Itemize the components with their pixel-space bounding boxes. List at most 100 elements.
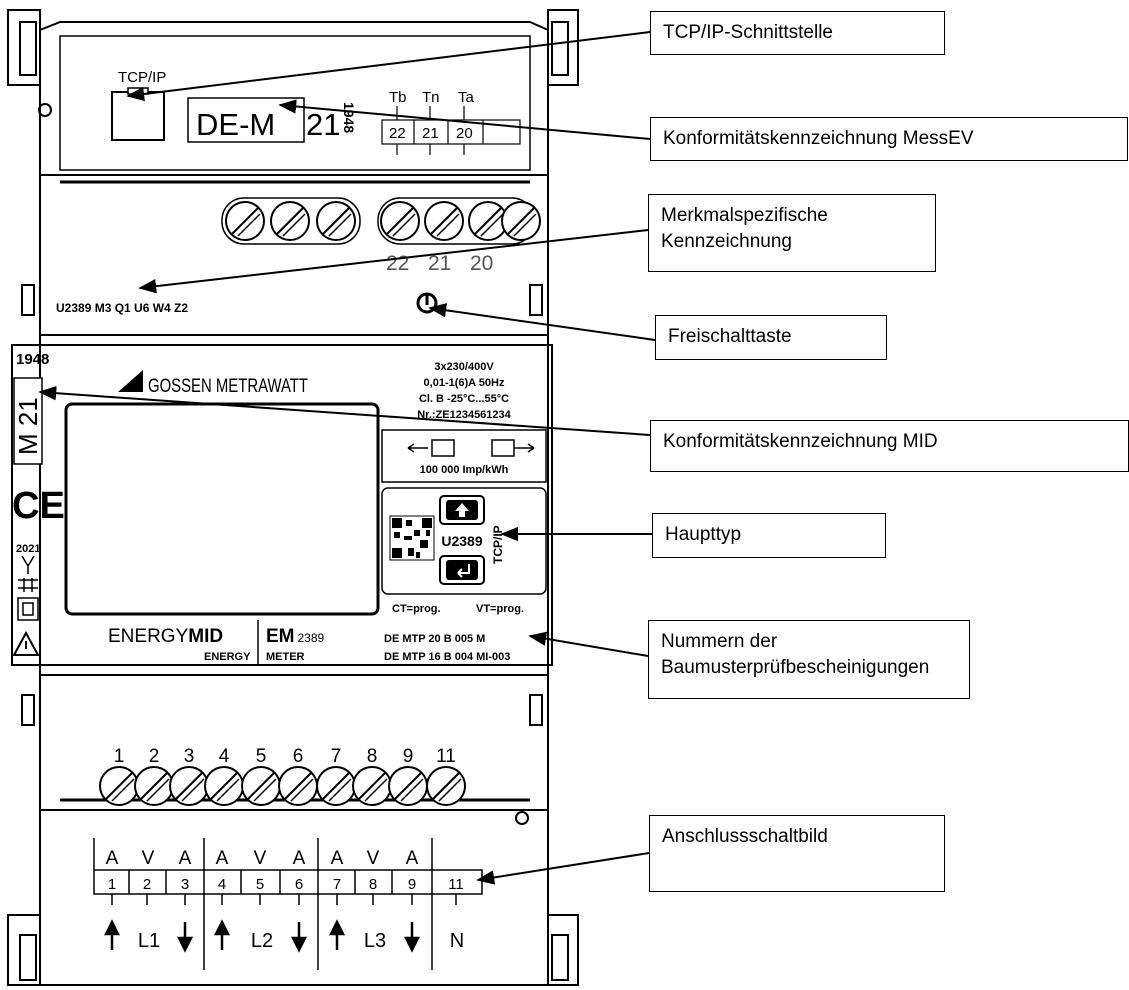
mid-mark: M 21: [13, 397, 43, 455]
phase-label: L3: [364, 930, 386, 952]
main-type: U2389: [441, 533, 482, 549]
callout-arrow: [126, 31, 651, 102]
qr-code-icon: [389, 515, 435, 561]
warning-icon: [12, 630, 40, 656]
rating-line: 3x230/400V: [434, 361, 494, 373]
certificate-number: DE MTP 20 B 005 M: [384, 633, 485, 645]
rating-line: Nr.:ZE1234561234: [417, 409, 511, 421]
up-button[interactable]: [439, 495, 485, 525]
rating-line: 0,01-1(6)A 50Hz: [424, 377, 505, 389]
bottom-terminals: 1 2 3 4 5 6 7 8 9 11: [99, 746, 466, 806]
wiring-number: 1: [108, 876, 116, 893]
lower-terminal-number: 22: [386, 252, 409, 275]
terminal-number: 11: [436, 746, 456, 767]
ct-prog: CT=prog.: [392, 603, 441, 615]
aux-terminal-letters: Tb Tn Ta: [389, 89, 475, 106]
wiring-role: V: [367, 848, 380, 869]
terminal-number: 7: [331, 746, 342, 767]
callout-wiring-diagram: Anschlussschaltbild: [649, 815, 945, 892]
ce-year: 2021: [16, 543, 40, 555]
upper-terminals: 22 21 20 U2389 M3 Q1 U6 W4 Z2: [56, 197, 541, 315]
callout-arrows: [38, 31, 656, 885]
brand-logo-triangle: [118, 370, 143, 392]
wiring-role: A: [179, 848, 192, 869]
phase-label: L2: [251, 930, 273, 952]
wiring-numbers: 1 2 3 4 5 6 7 8 9 11: [108, 876, 464, 893]
vt-prog: VT=prog.: [476, 603, 524, 615]
callout-arrow: [278, 99, 651, 140]
lower-terminal-number: 21: [428, 252, 451, 275]
ce-mark-icon: CE: [12, 485, 65, 527]
terminal-number: 1: [114, 746, 125, 767]
callout-certificate-numbers: Nummern der Baumusterprüfbescheinigungen: [648, 620, 970, 699]
rating-line: Cl. B -25°C...55°C: [419, 393, 509, 405]
terminal-number: 6: [293, 746, 304, 767]
terminal-number: 9: [403, 746, 414, 767]
wiring-role: V: [254, 848, 267, 869]
de-m-mark: DE-M: [196, 107, 275, 142]
callout-conformity-mid: Konformitätskennzeichnung MID: [650, 420, 1129, 472]
callout-release-button: Freischalttaste: [655, 315, 887, 360]
tcp-ip-port: [111, 91, 165, 141]
aux-terminal-letter: Ta: [458, 89, 475, 106]
callout-feature-marking: Merkmalspezifische Kennzeichnung: [648, 194, 936, 272]
product-sub: ENERGY: [204, 651, 251, 663]
de-m-body-number: 1948: [341, 102, 357, 133]
certificate-number: DE MTP 16 B 004 MI-003: [384, 651, 510, 663]
callout-tcp-ip-interface: TCP/IP-Schnittstelle: [650, 11, 945, 55]
wiring-number: 3: [181, 876, 189, 893]
mid-mark-box: [13, 377, 43, 465]
wiring-number: 2: [143, 876, 151, 893]
lcd-display: [64, 402, 380, 616]
callout-arrow: [476, 852, 650, 885]
neutral-label: N: [450, 930, 464, 952]
wiring-role: A: [106, 848, 119, 869]
terminal-number: 5: [256, 746, 267, 767]
wiring-number: 6: [295, 876, 303, 893]
terminal-number: 2: [149, 746, 160, 767]
callout-arrow: [138, 229, 649, 294]
brand-name: GOSSEN METRAWATT: [148, 376, 308, 397]
meter-label: METER: [266, 651, 305, 663]
lower-terminal-number: 20: [470, 252, 493, 275]
product-prefix: ENERGY: [108, 626, 189, 647]
top-module: TCP/IP DE-M 21 1948 Tb Tn Ta 22 21 20: [111, 69, 521, 155]
terminal-number: 4: [219, 746, 230, 767]
aux-terminal-number: 21: [422, 125, 439, 142]
em-number: 2389: [298, 631, 325, 645]
aux-terminal-letter: Tn: [422, 89, 440, 106]
meter-housing: [7, 9, 579, 986]
wiring-number: 8: [369, 876, 377, 893]
current-direction-arrows: [103, 919, 421, 953]
wiring-role: A: [216, 848, 229, 869]
wiring-role: A: [293, 848, 306, 869]
terminal-numbers: 1 2 3 4 5 6 7 8 9 11: [114, 746, 456, 767]
terminal-number: 8: [367, 746, 378, 767]
tcp-vertical-label: TCP/IP: [491, 525, 505, 564]
wiring-number: 7: [333, 876, 341, 893]
aux-terminal-number: 20: [456, 125, 473, 142]
terminal-number: 3: [184, 746, 195, 767]
aux-terminal-letter: Tb: [389, 89, 407, 106]
product-name: ENERGYMID: [108, 626, 223, 647]
impulse-led-icon: [407, 439, 535, 457]
rating-lines: 3x230/400V 0,01-1(6)A 50Hz Cl. B -25°C..…: [417, 361, 511, 421]
callout-main-type: Haupttyp: [652, 513, 886, 558]
wiring-role: A: [406, 848, 419, 869]
wiring-role: V: [142, 848, 155, 869]
feature-code: U2389 M3 Q1 U6 W4 Z2: [56, 301, 188, 315]
body-number: 1948: [16, 351, 49, 368]
callout-conformity-messev: Konformitätskennzeichnung MessEV: [650, 117, 1128, 161]
impulse-rate: 100 000 Imp/kWh: [420, 464, 509, 476]
enter-button[interactable]: [439, 555, 485, 585]
aux-terminal-numbers: 22 21 20: [389, 125, 473, 142]
front-panel: 1948 GOSSEN METRAWATT 3x230/400V 0,01-1(…: [12, 351, 547, 664]
wiring-number: 9: [408, 876, 416, 893]
device-symbols-icon: [17, 555, 39, 621]
wiring-diagram: A V A A V A A V A 1 2 3 4 5 6 7 8 9 11: [93, 838, 483, 970]
wiring-number: 5: [256, 876, 264, 893]
wiring-role: A: [331, 848, 344, 869]
callout-arrow: [38, 385, 651, 436]
